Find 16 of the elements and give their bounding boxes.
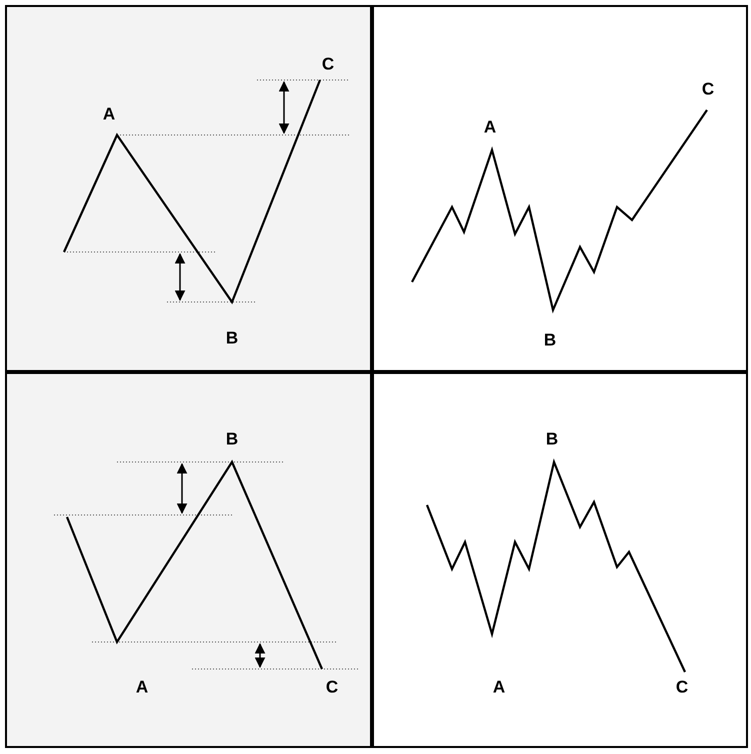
chart-panel (5, 5, 372, 372)
wave-point-label: C (326, 678, 338, 696)
wave-point-label: C (702, 80, 714, 98)
wave-point-label: B (226, 330, 238, 346)
wave-point-label: C (322, 56, 334, 72)
wave-point-label: B (544, 332, 556, 348)
wave-point-label: B (546, 430, 558, 448)
wave-point-label: C (676, 678, 688, 696)
chart-panel (372, 5, 748, 372)
wave-point-label: A (136, 678, 148, 696)
wave-point-label: A (102, 106, 116, 122)
wave-point-label: B (226, 430, 238, 448)
chart-panel (372, 372, 748, 748)
wave-point-label: A (492, 678, 506, 696)
wave-point-label: A (484, 118, 496, 136)
chart-panel (5, 372, 372, 748)
